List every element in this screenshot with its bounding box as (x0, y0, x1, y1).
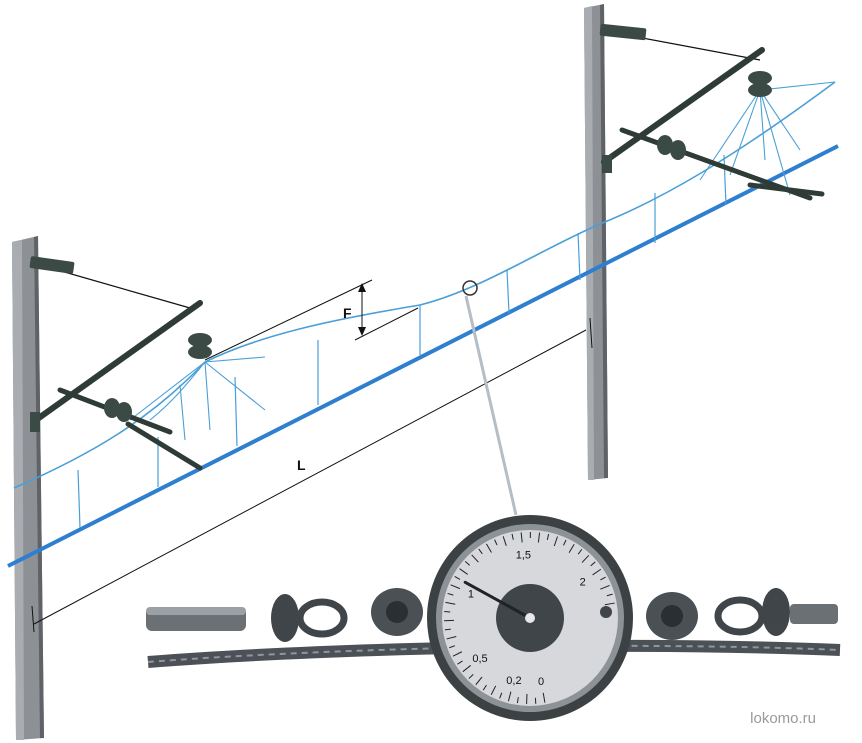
dial-tick (468, 673, 474, 679)
dial-tick (563, 539, 567, 546)
left-support-assembly (29, 256, 212, 471)
dial-tick (507, 691, 512, 702)
dial-tick (450, 584, 461, 590)
dial-tick (499, 692, 503, 699)
dial-tick (445, 601, 456, 605)
right-pole (584, 4, 608, 480)
sag-dimension (204, 279, 419, 361)
dial-tick (454, 576, 461, 580)
dial-tick (542, 692, 546, 703)
dial-scale-label: 2 (580, 577, 586, 589)
dial-tick (464, 561, 471, 566)
dial-tick (447, 592, 454, 596)
dial-ticks (444, 531, 615, 704)
dial-tick (502, 536, 507, 546)
dial-tick (553, 536, 558, 547)
dial-tick (457, 660, 463, 665)
dial-tick (478, 548, 483, 555)
dial-labels: 0 0,2 0,5 1 1,5 2 (468, 549, 586, 688)
dial-tick (471, 554, 479, 563)
dial-scale-label: 1 (468, 588, 474, 600)
dial-tick (516, 697, 519, 704)
dial-tick (459, 568, 469, 575)
dial-tick (446, 636, 457, 640)
left-pole (12, 236, 44, 740)
dial-scale-label: 0,2 (506, 675, 521, 687)
dial-tick (600, 584, 610, 590)
dial-tick (482, 684, 487, 691)
dial-scale-label: 1,5 (516, 549, 531, 561)
dial-tick (546, 533, 550, 541)
dial-tick (568, 543, 575, 554)
droppers (77, 154, 727, 529)
right-support-assembly (599, 23, 825, 201)
dial-scale-label: 0 (538, 676, 544, 688)
dial-tick (592, 568, 602, 576)
dial-tick (600, 576, 606, 581)
span-label: L (297, 457, 306, 473)
dial-tick (590, 561, 596, 567)
watermark: lokomo.ru (750, 710, 816, 727)
dial-tick (452, 651, 463, 657)
stitch-wires (129, 81, 836, 441)
measurement-clamp (462, 280, 518, 516)
dial-tick (511, 533, 514, 540)
dial-tick (604, 602, 615, 606)
dial-tick (537, 532, 541, 543)
messenger-wire (13, 81, 836, 489)
dynamometer-assembly: 0 0,2 0,5 1 1,5 2 (146, 515, 841, 721)
dial-scale-label: 0,5 (472, 653, 487, 665)
dial-tick (449, 645, 456, 649)
dial-tick (475, 676, 483, 686)
span-dimension (31, 317, 593, 633)
dial-needle (463, 580, 532, 620)
dial-tick (444, 628, 451, 631)
dial-tick (490, 685, 497, 695)
contact-wire (7, 144, 839, 568)
dial-tick (485, 543, 492, 553)
dial-tick (606, 593, 613, 597)
dial-tick (494, 539, 498, 546)
dial-tick (581, 554, 590, 563)
dial-tick (577, 549, 583, 555)
sag-label: F (343, 305, 352, 321)
dial-tick (520, 532, 523, 543)
dial-tick (462, 665, 471, 673)
